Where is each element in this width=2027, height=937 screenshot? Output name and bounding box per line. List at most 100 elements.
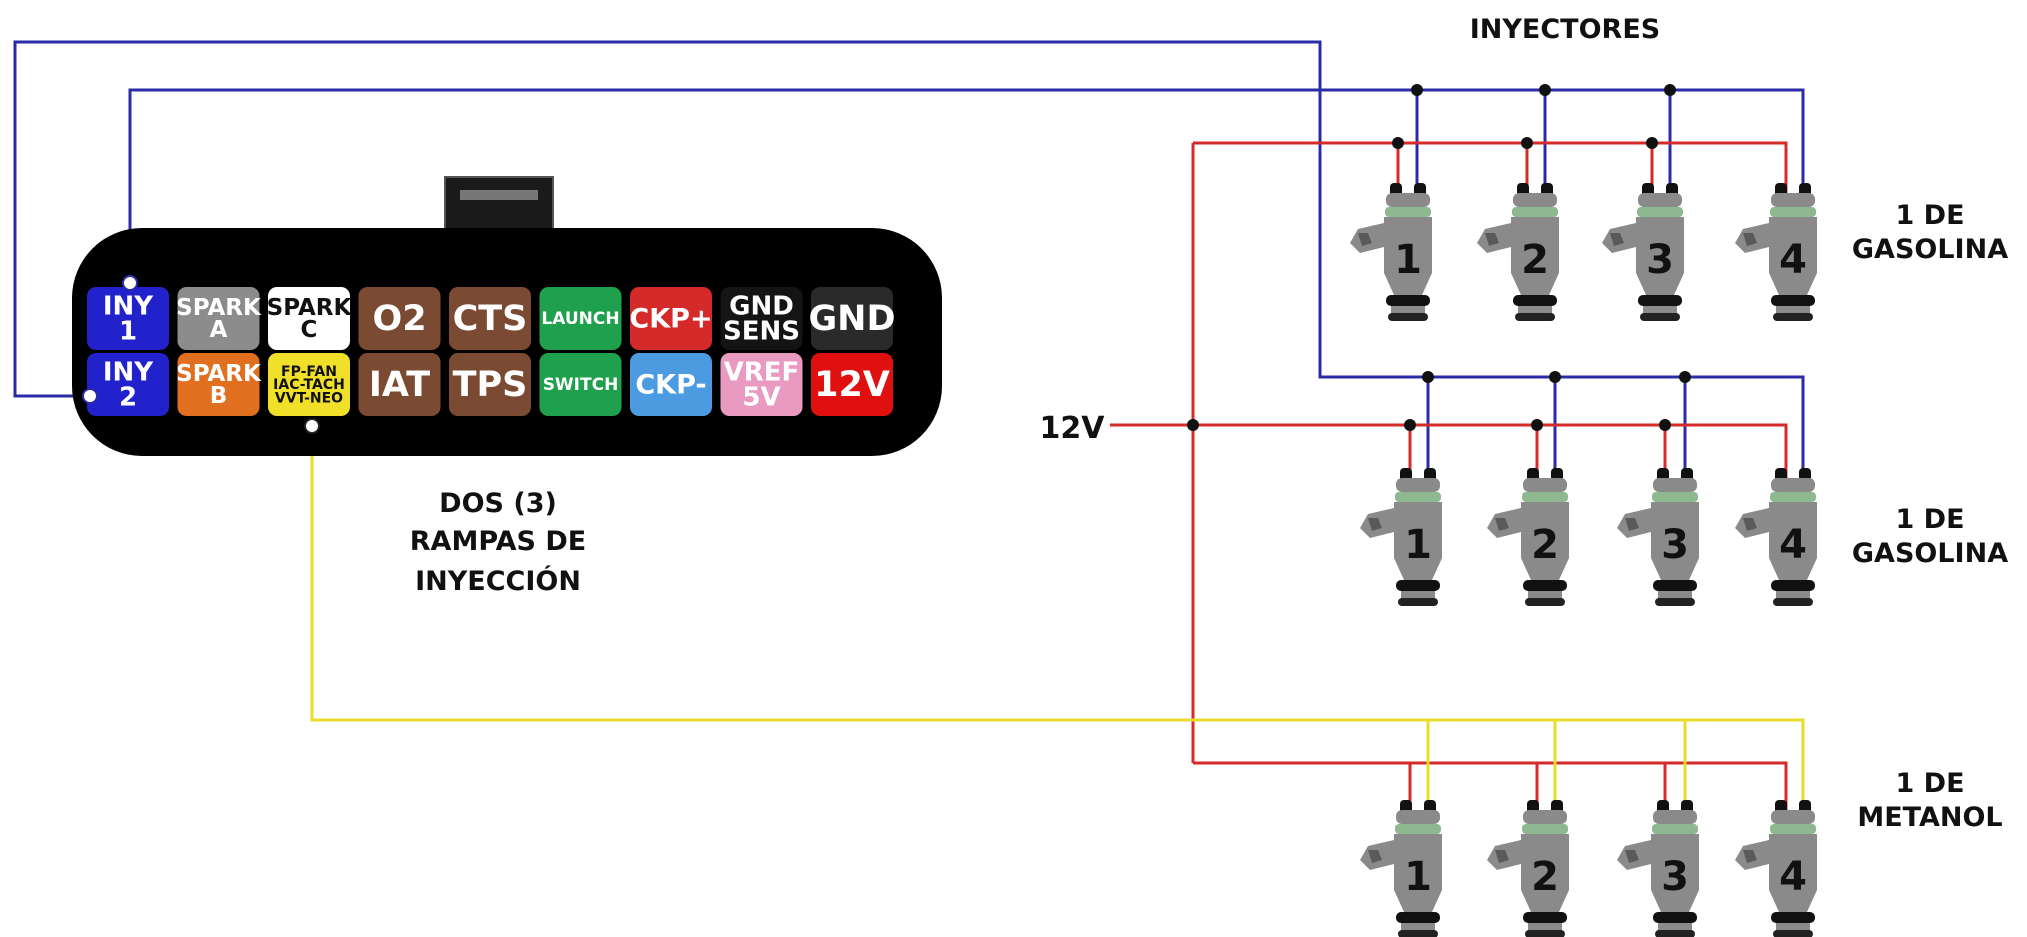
pin-bottom_row-8-box <box>811 353 893 416</box>
12v-label: 12V <box>1040 411 1106 446</box>
rampas-line2: RAMPAS DE <box>410 526 586 557</box>
pin-bottom_row-2-label-0: FP-FAN <box>281 364 337 380</box>
wire-iny1 <box>128 88 1805 283</box>
injector-number: 3 <box>1661 522 1689 568</box>
rail-2-caption: 1 DE GASOLINA <box>1852 504 2008 569</box>
injector-number: 1 <box>1394 237 1422 283</box>
pin-bottom_row-2-label-2: VVT-NEO <box>275 390 343 406</box>
injector-rail2-2: 2 <box>1487 468 1569 606</box>
wires <box>13 40 1805 812</box>
yellow-drops <box>1426 720 1687 812</box>
pin-bottom_row-8-label-0: 12V <box>814 365 890 405</box>
rail-2-caption-line2: GASOLINA <box>1852 538 2008 569</box>
pin-bottom_row-6-box <box>630 353 712 416</box>
pin-top_row-1-label-0: SPARK <box>176 295 262 321</box>
pin-top_row-4-label-0: CTS <box>453 299 528 339</box>
injector-number: 2 <box>1531 854 1559 900</box>
rail2-blue-drops <box>1426 377 1687 480</box>
pin-bottom_row-7-box <box>720 353 803 416</box>
rampas-line3: INYECCIÓN <box>415 565 581 597</box>
pin-top_row-6-label-0: CKP+ <box>629 303 712 334</box>
wire-12v-rail2 <box>1193 423 1788 480</box>
pin-bottom_row-0-label-1: 2 <box>119 382 137 412</box>
pin-bottom_row-7-label-0: VREF <box>724 358 800 388</box>
injector-number: 4 <box>1779 522 1807 568</box>
rail-3-caption-line2: METANOL <box>1857 802 2002 833</box>
pin-top_row-7-label-1: SENS <box>723 316 800 346</box>
pin-bottom_row-2-label-1: IAC-TACH <box>273 377 345 393</box>
pin-bottom_row-2-box <box>268 353 350 416</box>
pin-bottom_row-4-box <box>449 353 531 416</box>
injector-rail2-4: 4 <box>1735 468 1817 606</box>
pin-top_row-6-box <box>630 287 712 350</box>
pin-top_row-8-label-0: GND <box>808 299 895 339</box>
injector-number: 4 <box>1779 854 1807 900</box>
pin-bottom_row-1-box <box>177 353 260 416</box>
injector-rail1-4: 4 <box>1735 183 1817 321</box>
wire-yellow <box>310 426 1805 812</box>
injector-rail3-2: 2 <box>1487 800 1569 937</box>
connector-clip <box>444 176 554 236</box>
injector-number: 1 <box>1404 854 1432 900</box>
pin-top_row-7-label-0: GND <box>729 292 794 322</box>
pin-bottom_row-5-box <box>539 353 622 416</box>
pin-bottom_row-4: TPS <box>449 353 531 416</box>
injector-rail3-3: 3 <box>1617 800 1699 937</box>
rail-1-caption-line2: GASOLINA <box>1852 234 2008 265</box>
pin-top_row-2-box <box>268 287 350 350</box>
injector-number: 4 <box>1779 237 1807 283</box>
pin-bottom_row-6: CKP- <box>630 353 712 416</box>
wire-12v-rail3 <box>1193 761 1788 812</box>
injector-rail3-4: 4 <box>1735 800 1817 937</box>
rampas-caption: DOS (3) RAMPAS DE INYECCIÓN <box>410 488 586 597</box>
pin-bottom_row-1-label-1: B <box>210 383 228 409</box>
inyectores-title: INYECTORES <box>1470 14 1661 45</box>
wire-iny2 <box>13 40 1805 480</box>
rampas-line1: DOS (3) <box>439 488 557 519</box>
pin-bottom_row-0-label-0: INY <box>103 358 154 388</box>
rail-3-caption-line1: 1 DE <box>1895 768 1964 799</box>
pin-top_row-0-label-0: INY <box>103 292 154 322</box>
pin-bottom_row-3-label-0: IAT <box>369 365 430 405</box>
injector-number: 2 <box>1531 522 1559 568</box>
pin-top_row-5-label-0: LAUNCH <box>541 309 619 329</box>
pin-bottom_row-3: IAT <box>358 353 441 416</box>
pin-bottom_row-5-label-0: SWITCH <box>543 375 619 395</box>
pin-top_row-1-label-1: A <box>210 317 228 343</box>
pin-top_row-1-box <box>177 287 260 350</box>
rail-2-caption-line1: 1 DE <box>1895 504 1964 535</box>
injector-rail3-1: 1 <box>1360 800 1442 937</box>
iny1-terminal <box>122 275 138 291</box>
pin-top_row-6: CKP+ <box>629 287 713 350</box>
pin-top_row-3-box <box>358 287 441 350</box>
injector-rail1-1: 1 <box>1350 183 1432 321</box>
rail-1-caption: 1 DE GASOLINA <box>1852 200 2008 265</box>
pin-bottom_row-4-label-0: TPS <box>453 365 528 405</box>
pin-top_row-4-box <box>449 287 531 350</box>
pin-bottom_row-5: SWITCH <box>539 353 622 416</box>
injector-number: 3 <box>1646 237 1674 283</box>
pin-top_row-8: GND <box>808 287 896 350</box>
yellow-terminal <box>304 418 320 434</box>
pin-top_row-7-box <box>720 287 803 350</box>
connector-clip-slot <box>460 190 538 200</box>
injector-rail2-3: 3 <box>1617 468 1699 606</box>
pin-bottom_row-8: 12V <box>811 353 893 416</box>
pin-top_row-0-box <box>87 287 169 350</box>
iny2-terminal <box>82 388 98 404</box>
injector-rail1-3: 3 <box>1602 183 1684 321</box>
injector-number: 3 <box>1661 854 1689 900</box>
pin-top_row-5-box <box>539 287 622 350</box>
rail-3-caption: 1 DE METANOL <box>1857 768 2002 833</box>
injector-number: 1 <box>1404 522 1432 568</box>
